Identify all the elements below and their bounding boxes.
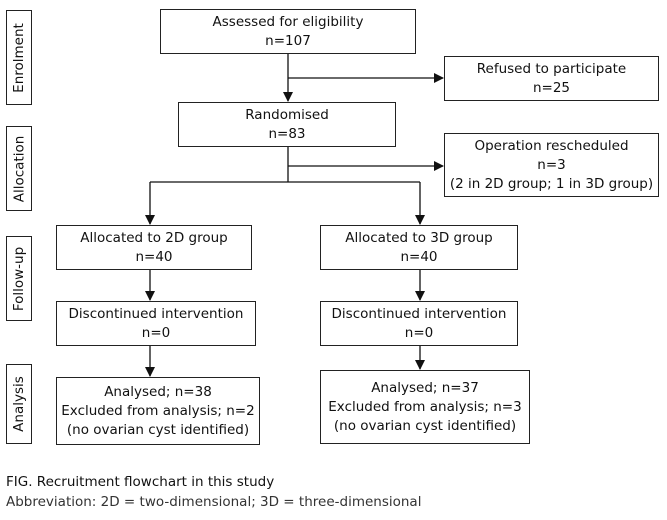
box-randomised: Randomised n=83 [178,102,396,147]
box-rescheduled-note: (2 in 2D group; 1 in 3D group) [449,175,654,192]
phase-enrolment-label: Enrolment [11,22,27,93]
box-analysed2d: Analysed; n=38 Excluded from analysis; n… [56,377,260,445]
box-disc2d-title: Discontinued intervention [68,305,244,322]
box-analysed2d-excluded: Excluded from analysis; n=2 [61,402,255,419]
box-assessed: Assessed for eligibility n=107 [160,9,416,54]
box-alloc3d: Allocated to 3D group n=40 [320,225,518,270]
box-disc3d-title: Discontinued intervention [331,305,507,322]
box-analysed3d: Analysed; n=37 Excluded from analysis; n… [320,370,530,444]
box-refused-title: Refused to participate [476,60,627,77]
box-disc3d: Discontinued intervention n=0 [320,301,518,346]
box-analysed2d-title: Analysed; n=38 [104,383,212,400]
box-analysed2d-note: (no ovarian cyst identified) [66,421,250,438]
box-assessed-title: Assessed for eligibility [212,13,364,30]
box-randomised-title: Randomised [245,106,329,123]
box-analysed3d-title: Analysed; n=37 [371,379,479,396]
phase-followup-label: Follow-up [11,246,27,311]
box-analysed3d-excluded: Excluded from analysis; n=3 [328,398,522,415]
box-alloc3d-n: n=40 [400,248,438,265]
box-alloc3d-title: Allocated to 3D group [345,229,493,246]
box-rescheduled: Operation rescheduled n=3 (2 in 2D group… [444,133,659,197]
box-alloc2d-title: Allocated to 2D group [80,229,228,246]
box-disc2d: Discontinued intervention n=0 [56,301,256,346]
phase-followup: Follow-up [6,236,32,321]
phase-allocation: Allocation [6,126,32,211]
box-alloc2d-n: n=40 [135,248,173,265]
box-disc3d-n: n=0 [404,324,434,341]
box-rescheduled-title: Operation rescheduled [474,137,629,154]
box-disc2d-n: n=0 [141,324,171,341]
box-assessed-n: n=107 [265,32,311,49]
abbreviation-note: Abbreviation: 2D = two-dimensional; 3D =… [6,494,422,510]
phase-analysis: Analysis [6,364,32,444]
box-alloc2d: Allocated to 2D group n=40 [56,225,252,270]
phase-analysis-label: Analysis [11,376,27,432]
phase-allocation-label: Allocation [11,135,27,202]
box-randomised-n: n=83 [268,125,306,142]
figure-caption: FIG. Recruitment flowchart in this study [6,474,275,490]
box-refused: Refused to participate n=25 [444,56,659,101]
box-rescheduled-n: n=3 [537,156,566,173]
box-analysed3d-note: (no ovarian cyst identified) [333,417,517,434]
phase-enrolment: Enrolment [6,10,32,105]
box-refused-n: n=25 [532,79,571,96]
